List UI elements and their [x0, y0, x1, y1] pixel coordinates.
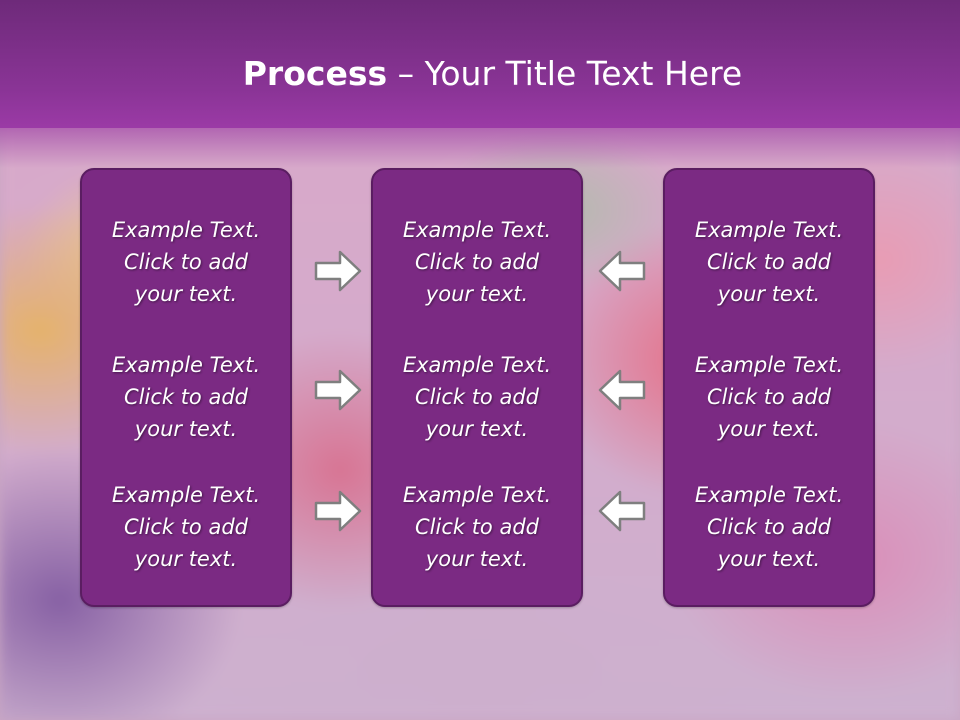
left-arrow-icon — [598, 250, 646, 292]
slide-title[interactable]: Process – Your Title Text Here — [0, 52, 960, 96]
title-bar — [0, 0, 960, 128]
process-box-right[interactable]: Example Text. Click to add your text. Ex… — [663, 168, 875, 607]
right-arrow-icon — [314, 369, 362, 411]
box-text[interactable]: Example Text. Click to add your text. — [694, 483, 844, 571]
box-text[interactable]: Example Text. Click to add your text. — [402, 353, 552, 441]
left-arrow-icon — [598, 490, 646, 532]
title-rest: – Your Title Text Here — [387, 54, 743, 93]
process-box-center[interactable]: Example Text. Click to add your text. Ex… — [371, 168, 583, 607]
box-text[interactable]: Example Text. Click to add your text. — [694, 218, 844, 306]
process-box-left[interactable]: Example Text. Click to add your text. Ex… — [80, 168, 292, 607]
title-bold: Process — [242, 54, 388, 93]
box-text[interactable]: Example Text. Click to add your text. — [111, 353, 261, 441]
right-arrow-icon — [314, 250, 362, 292]
box-text[interactable]: Example Text. Click to add your text. — [402, 218, 552, 306]
box-text[interactable]: Example Text. Click to add your text. — [402, 483, 552, 571]
right-arrow-icon — [314, 490, 362, 532]
box-text[interactable]: Example Text. Click to add your text. — [111, 218, 261, 306]
box-text[interactable]: Example Text. Click to add your text. — [111, 483, 261, 571]
box-text[interactable]: Example Text. Click to add your text. — [694, 353, 844, 441]
left-arrow-icon — [598, 369, 646, 411]
title-bar-fade — [0, 128, 960, 168]
